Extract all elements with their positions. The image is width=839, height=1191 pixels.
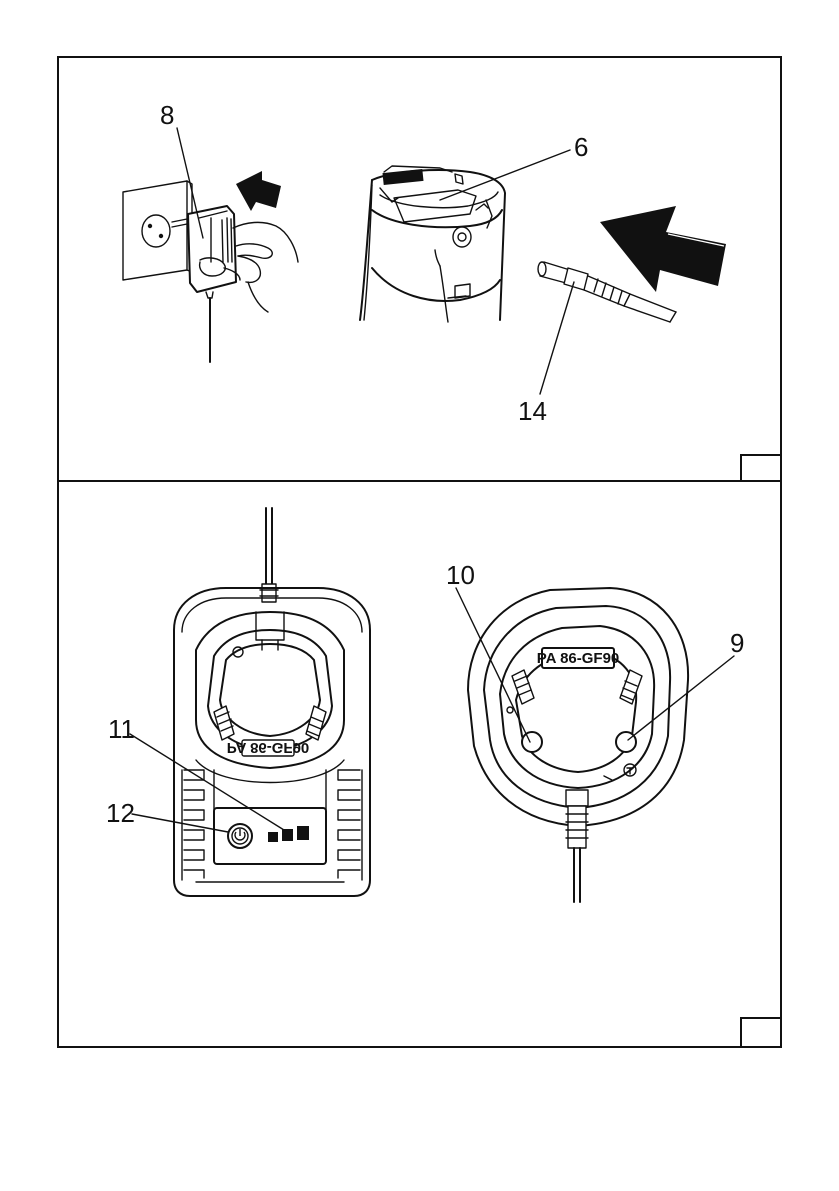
model-plate-front-text: PA 86-GF90 [227,739,310,756]
led-3 [297,826,309,840]
callout-10: 10 [446,560,475,590]
arrow-icon [600,206,726,292]
arrow-icon [236,171,281,211]
charger-base-rear: PA 86-GF90 [468,588,688,902]
callout-9: 9 [730,628,744,658]
led-2 [282,829,293,841]
panel-bottom-index-box [741,1018,781,1047]
leader-10 [456,588,530,742]
callout-11: 11 [108,714,135,744]
wall-socket-icon [123,181,192,280]
callout-6: 6 [574,132,588,162]
panel-top-index-box [741,455,781,481]
model-plate-rear-text: PA 86-GF90 [537,650,620,667]
leader-9 [628,656,734,740]
led-1 [268,832,278,842]
model-plate-front: PA 86-GF90 [227,739,310,756]
panel-bottom-frame [58,481,781,1047]
battery-label-plate [382,169,423,185]
callout-8: 8 [160,100,174,130]
power-button [228,824,252,848]
leader-14 [540,282,574,394]
battery-pack [360,166,505,322]
callout-12: 12 [106,798,135,828]
callout-14: 14 [518,396,547,426]
side-vents-right [338,770,360,878]
